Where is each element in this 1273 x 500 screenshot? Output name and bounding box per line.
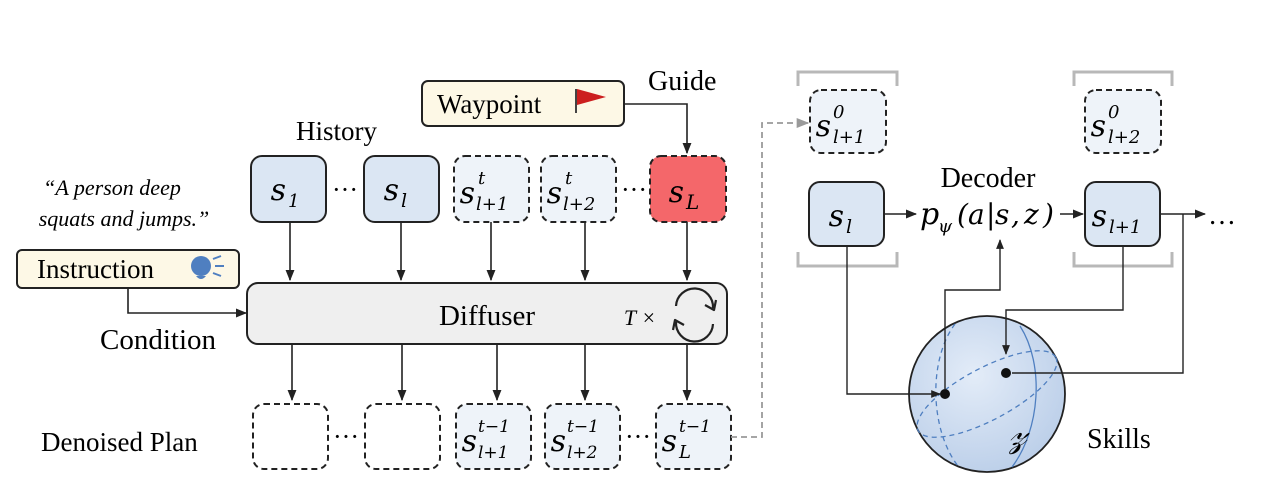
svg-text:L: L <box>678 442 691 463</box>
condition-label: Condition <box>100 324 217 356</box>
state-s-l1-0: s 0 l+1 <box>809 89 887 154</box>
decoder-policy-formula: p ψ ( a | s , z ) <box>920 197 1054 237</box>
svg-text:,: , <box>1011 198 1020 231</box>
state-s-l1-t-1: s t−1 l+1 <box>455 403 532 470</box>
output-arrows <box>287 344 692 402</box>
skill-connectors <box>846 214 1184 398</box>
svg-text:s: s <box>1092 199 1107 234</box>
flag-icon <box>575 89 606 113</box>
svg-text:s: s <box>551 424 566 459</box>
quote-line-2: squats and jumps.” <box>39 206 210 231</box>
svg-text:1: 1 <box>288 191 299 212</box>
svg-text:l: l <box>846 216 852 238</box>
svg-text:t−1: t−1 <box>478 417 510 437</box>
svg-text:|: | <box>986 198 995 231</box>
instruction-quote: “A person deep squats and jumps.” <box>39 175 210 231</box>
state-s-l2-0: s 0 l+2 <box>1084 89 1162 154</box>
svg-text:l+1: l+1 <box>1109 217 1141 238</box>
skills-label: Skills <box>1087 424 1151 455</box>
svg-text:p: p <box>920 197 939 232</box>
refresh-icon <box>671 287 718 343</box>
svg-text:L: L <box>685 190 699 214</box>
svg-text:): ) <box>1042 198 1054 231</box>
history-label: History <box>296 116 378 146</box>
decoder-input-state: s l <box>808 181 885 247</box>
svg-text:s: s <box>384 173 399 208</box>
decoder-label: Decoder <box>941 163 1037 194</box>
svg-text:l+2: l+2 <box>567 443 598 463</box>
svg-text:s: s <box>271 173 286 208</box>
svg-text:0: 0 <box>1108 102 1119 123</box>
state-sL-t-1: s t−1 L <box>655 403 732 470</box>
continuation-ellipsis: … <box>1208 200 1236 231</box>
diffuser-label: Diffuser <box>439 300 535 332</box>
svg-text:l+2: l+2 <box>1108 127 1140 148</box>
plan-to-decoder-connector <box>731 117 810 438</box>
svg-text:l+2: l+2 <box>563 194 595 215</box>
denoised-empty-1 <box>252 403 329 470</box>
svg-text:l: l <box>401 190 407 212</box>
svg-text:s: s <box>462 424 477 459</box>
speaking-head-icon <box>191 255 224 279</box>
svg-text:s: s <box>829 199 844 234</box>
state-s-l1-t: s t l+1 <box>453 155 530 223</box>
svg-text:t−1: t−1 <box>679 417 711 437</box>
bracket-top-left <box>796 70 899 86</box>
svg-text:t: t <box>565 168 573 189</box>
svg-text:l+1: l+1 <box>478 443 509 463</box>
bracket-top-right <box>1072 70 1174 86</box>
svg-text:s: s <box>662 424 677 459</box>
svg-text:s: s <box>1091 109 1106 144</box>
denoised-empty-2 <box>364 403 441 470</box>
svg-text:s: s <box>995 198 1009 231</box>
diffuser-block: Diffuser T × <box>246 282 728 345</box>
waypoint-label: Waypoint <box>437 89 542 119</box>
dots: ··· <box>625 422 651 451</box>
svg-text:ψ: ψ <box>938 216 953 237</box>
svg-text:t: t <box>478 168 486 189</box>
quote-line-1: “A person deep <box>43 175 181 200</box>
svg-text:(: ( <box>957 198 969 231</box>
svg-text:s: s <box>547 176 562 211</box>
svg-text:s: s <box>669 175 684 210</box>
svg-text:𝓏: 𝓏 <box>1008 411 1030 455</box>
instruction-callout: Instruction <box>16 249 240 289</box>
guide-label: Guide <box>648 66 716 97</box>
state-s1: s 1 <box>250 155 327 223</box>
waypoint-callout: Waypoint <box>421 80 625 127</box>
dots: ··· <box>333 422 359 451</box>
svg-text:z: z <box>1023 198 1039 231</box>
denoised-plan-label: Denoised Plan <box>41 427 198 457</box>
dots: ··· <box>621 175 647 204</box>
svg-text:l+1: l+1 <box>833 127 865 148</box>
state-s-l2-t-1: s t−1 l+2 <box>544 403 621 470</box>
state-sL-goal: s L <box>649 155 727 223</box>
svg-text:t−1: t−1 <box>567 417 599 437</box>
loop-label: T × <box>624 305 656 330</box>
svg-text:l+1: l+1 <box>476 194 508 215</box>
svg-text:s: s <box>460 176 475 211</box>
svg-text:0: 0 <box>833 102 844 123</box>
state-s-l2-t: s t l+2 <box>540 155 617 223</box>
dots: ··· <box>332 175 358 204</box>
instruction-label: Instruction <box>37 254 154 284</box>
svg-text:s: s <box>816 109 831 144</box>
input-arrows <box>285 222 692 282</box>
decoder-output-state: s l+1 <box>1084 181 1161 247</box>
state-sl: s l <box>363 155 440 223</box>
svg-text:a: a <box>968 198 985 231</box>
